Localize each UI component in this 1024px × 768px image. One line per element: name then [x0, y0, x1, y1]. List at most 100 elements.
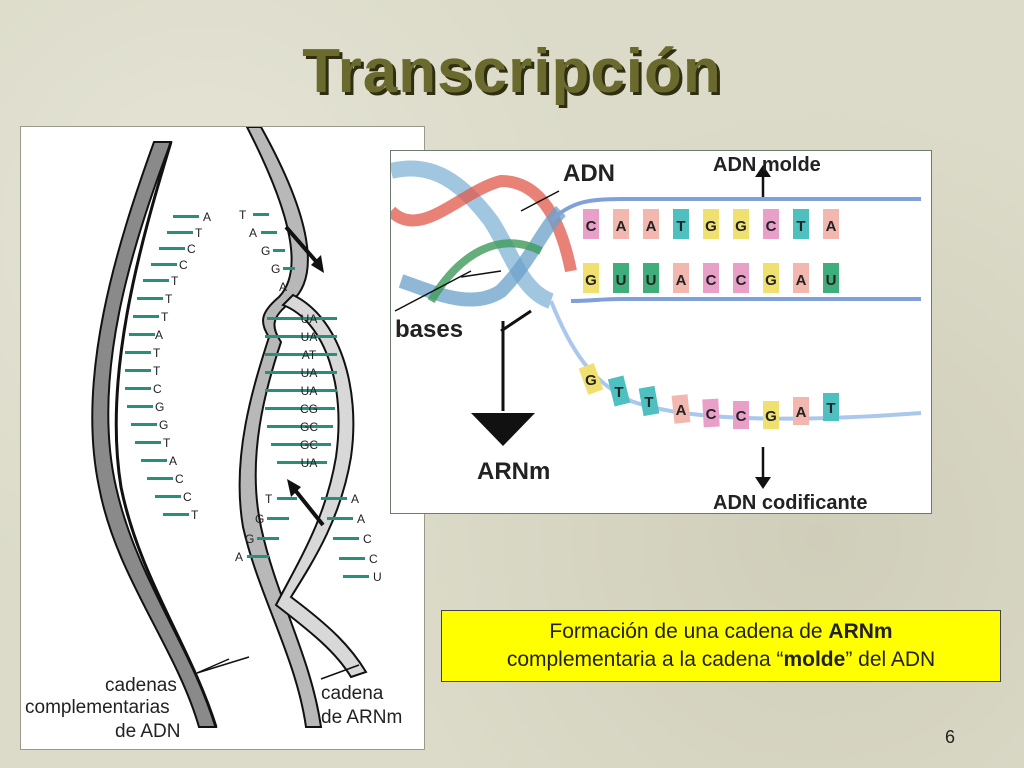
svg-text:A: A — [279, 280, 287, 294]
svg-text:A: A — [796, 404, 807, 421]
svg-text:C: C — [706, 272, 717, 289]
left-strand-letters: A T C C T T T A T T C G G T A C C T — [153, 210, 211, 522]
label-cadenas: cadenas — [105, 675, 177, 696]
svg-text:T: T — [165, 292, 173, 306]
rna-ribbon — [274, 293, 368, 679]
svg-text:C: C — [369, 552, 378, 566]
svg-text:A: A — [351, 492, 359, 506]
svg-text:AT: AT — [302, 348, 317, 362]
left-dna-ribbon — [91, 141, 218, 728]
svg-text:U: U — [646, 272, 657, 289]
template-strand-letters: C A A T G G C T A — [586, 218, 837, 235]
svg-text:G: G — [765, 408, 777, 425]
left-figure-labels: cadenas complementarias de ADN cadena de… — [25, 675, 402, 742]
svg-text:U: U — [616, 272, 627, 289]
svg-text:T: T — [153, 364, 161, 378]
rna-strand-bases — [583, 263, 839, 293]
template-dna-ribbon — [238, 127, 323, 728]
caption-box: Formación de una cadena de ARNm compleme… — [441, 610, 1001, 682]
rna-strand-letters: G U U A C C G A U — [585, 272, 836, 289]
svg-text:A: A — [676, 272, 687, 289]
transcription-base-diagram: C A A T G G C T A G U U A C — [390, 150, 932, 514]
svg-text:G: G — [705, 218, 717, 235]
svg-text:C: C — [736, 272, 747, 289]
svg-text:UA: UA — [301, 330, 318, 344]
right-figure-labels: ADN ADN molde bases ARNm ADN codificante — [395, 154, 867, 513]
base-pair-rungs — [265, 317, 337, 464]
svg-text:C: C — [586, 218, 597, 235]
base-pair-letters: UA UA AT UA UA CG GC GC UA — [300, 312, 318, 470]
svg-text:GC: GC — [300, 420, 318, 434]
svg-text:A: A — [249, 226, 257, 240]
svg-text:C: C — [766, 218, 777, 235]
template-bottom-letters: T G G A — [235, 492, 273, 564]
svg-text:A: A — [235, 550, 243, 564]
svg-text:G: G — [245, 532, 254, 546]
svg-text:GC: GC — [300, 438, 318, 452]
label-de-arnm: de ARNm — [321, 707, 402, 728]
svg-text:A: A — [676, 402, 687, 419]
svg-text:UA: UA — [301, 456, 318, 470]
svg-text:G: G — [159, 418, 168, 432]
transcription-illustration: C A A T G G C T A G U U A C — [391, 154, 922, 513]
svg-text:T: T — [796, 218, 805, 235]
svg-text:A: A — [796, 272, 807, 289]
label-complementarias: complementarias — [25, 697, 170, 718]
svg-text:G: G — [261, 244, 270, 258]
svg-text:T: T — [826, 400, 835, 417]
coding-strand-bases — [578, 363, 839, 429]
label-cadena: cadena — [321, 683, 384, 704]
label-adn-molde: ADN molde — [713, 154, 821, 176]
svg-text:A: A — [646, 218, 657, 235]
svg-text:T: T — [153, 346, 161, 360]
svg-text:C: C — [175, 472, 184, 486]
svg-text:C: C — [706, 406, 717, 423]
svg-text:G: G — [585, 372, 597, 389]
svg-text:A: A — [155, 328, 163, 342]
svg-text:T: T — [171, 274, 179, 288]
svg-text:A: A — [169, 454, 177, 468]
svg-text:UA: UA — [301, 366, 318, 380]
svg-text:UA: UA — [301, 312, 318, 326]
svg-text:G: G — [155, 400, 164, 414]
svg-text:CG: CG — [300, 402, 318, 416]
svg-text:T: T — [195, 226, 203, 240]
svg-text:A: A — [357, 512, 365, 526]
svg-text:G: G — [735, 218, 747, 235]
svg-text:T: T — [163, 436, 171, 450]
svg-text:G: G — [765, 272, 777, 289]
svg-text:T: T — [239, 208, 247, 222]
svg-text:A: A — [616, 218, 627, 235]
svg-text:T: T — [676, 218, 685, 235]
svg-text:G: G — [271, 262, 280, 276]
coding-strand-letters: G T T A C C G A T — [585, 372, 835, 425]
label-adn-codificante: ADN codificante — [713, 492, 867, 513]
svg-text:G: G — [585, 272, 597, 289]
caption-bold-arnm: ARNm — [828, 620, 893, 643]
template-top-letters: T A G G A — [239, 208, 287, 294]
left-strand-bases — [125, 215, 199, 516]
template-strand-bases — [583, 209, 839, 239]
dna-transcription-diagram: A T C C T T T A T T C G G T A C C T T A … — [20, 126, 425, 750]
svg-text:T: T — [191, 508, 199, 522]
svg-text:C: C — [179, 258, 188, 272]
label-bases: bases — [395, 316, 463, 343]
rna-tail-letters: A A C C U — [351, 492, 382, 584]
svg-text:A: A — [203, 210, 211, 224]
svg-text:U: U — [373, 570, 382, 584]
svg-text:T: T — [161, 310, 169, 324]
svg-text:T: T — [265, 492, 273, 506]
svg-text:C: C — [736, 408, 747, 425]
double-helix-illustration: A T C C T T T A T T C G G T A C C T T A … — [25, 127, 402, 742]
svg-text:G: G — [255, 512, 264, 526]
svg-text:C: C — [363, 532, 372, 546]
svg-text:C: C — [183, 490, 192, 504]
svg-text:T: T — [614, 384, 623, 401]
label-adn: ADN — [563, 160, 615, 187]
slide-title: Transcripción — [302, 37, 722, 106]
svg-text:A: A — [826, 218, 837, 235]
page-number: 6 — [945, 727, 956, 747]
svg-text:C: C — [187, 242, 196, 256]
label-arnm: ARNm — [477, 458, 550, 485]
svg-text:T: T — [644, 394, 653, 411]
